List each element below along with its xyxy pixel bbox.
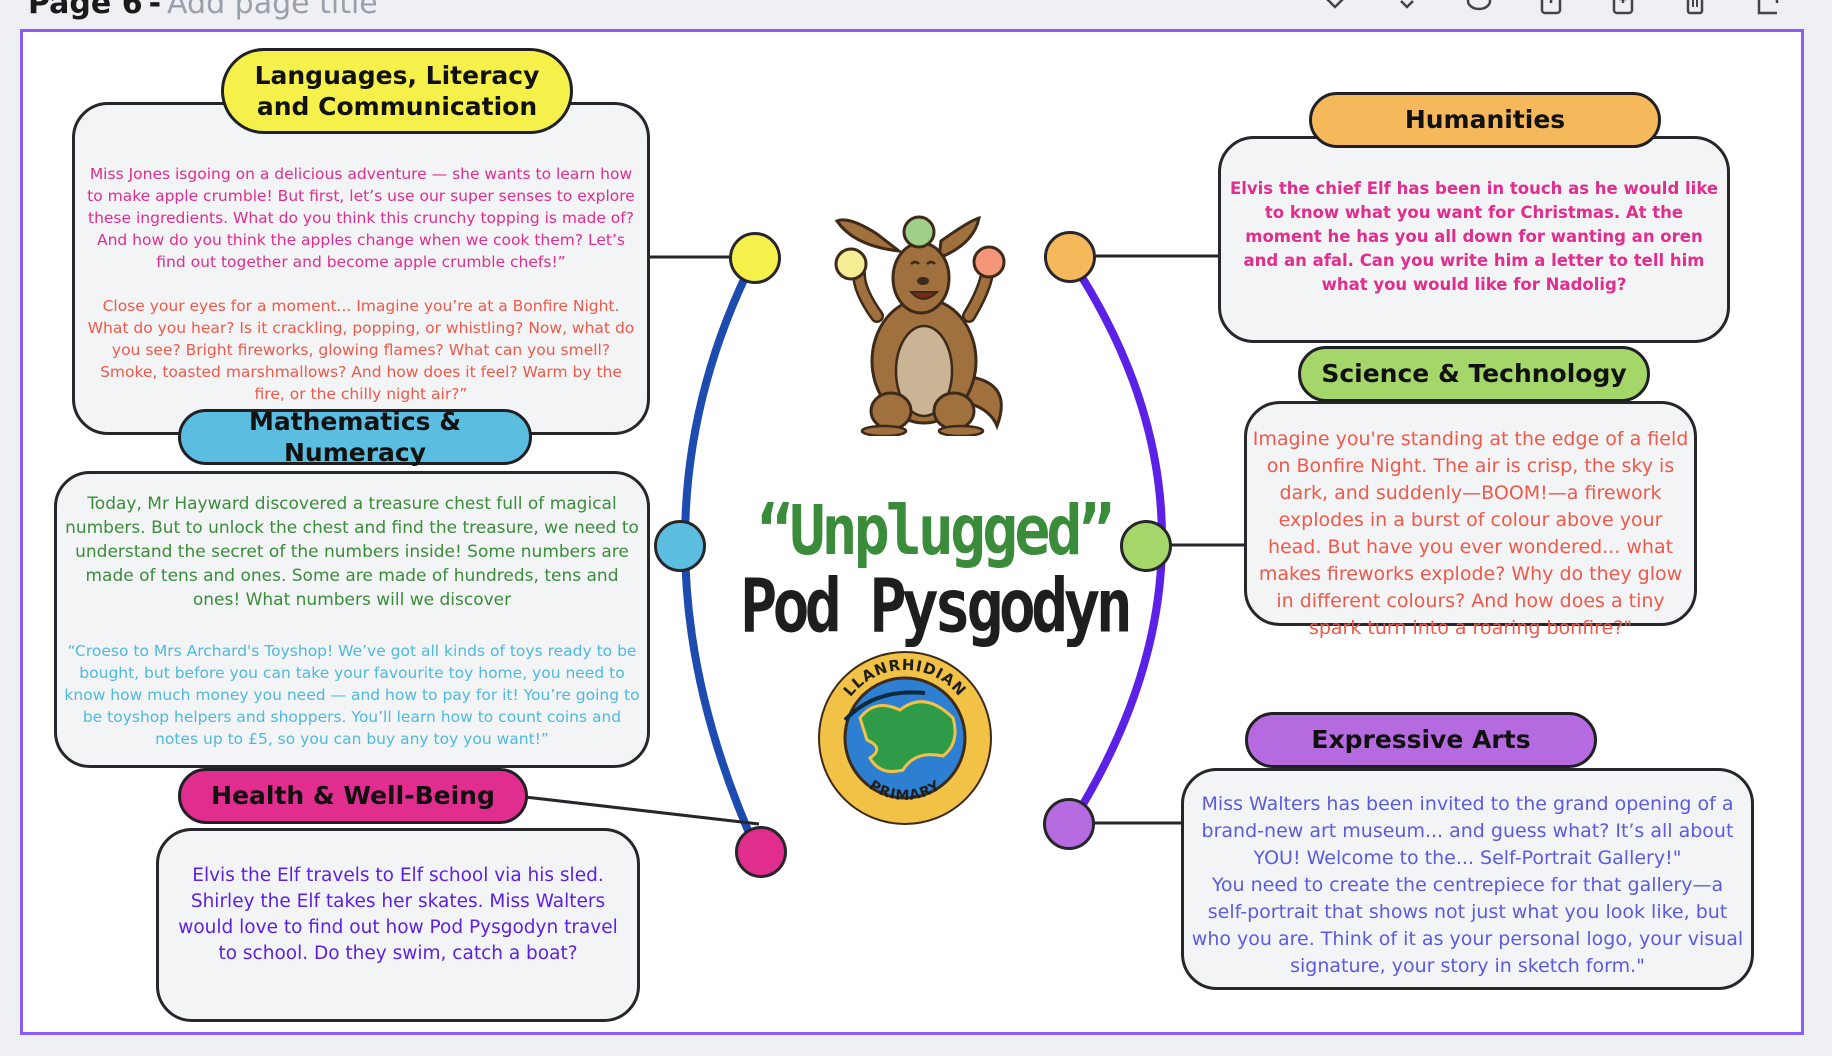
- page-title-placeholder[interactable]: Add page title: [167, 0, 378, 21]
- health-node[interactable]: [735, 826, 787, 878]
- duplicate-icon[interactable]: [1608, 0, 1638, 20]
- languages-node[interactable]: [729, 232, 781, 284]
- expand-icon[interactable]: [1752, 0, 1782, 20]
- page-title[interactable]: Page 6-Add page title: [28, 0, 378, 21]
- mathematics-paragraph-1: Today, Mr Hayward discovered a treasure …: [65, 494, 639, 610]
- mathematics-paragraph-2: “Croeso to Mrs Archard's Toyshop! We’ve …: [64, 642, 640, 748]
- delete-icon[interactable]: [1680, 0, 1710, 20]
- health-title: Health & Well-Being: [211, 781, 495, 811]
- science-title: Science & Technology: [1321, 359, 1627, 389]
- comment-icon[interactable]: [1464, 0, 1494, 20]
- humanities-card[interactable]: Elvis the chief Elf has been in touch as…: [1218, 136, 1730, 343]
- page-header-bar: Page 6-Add page title: [0, 0, 1832, 26]
- mind-map: Miss Jones isgoing on a delicious advent…: [24, 34, 1798, 1030]
- languages-paragraph-2: Close your eyes for a moment... Imagine …: [87, 297, 635, 403]
- expressive-card[interactable]: Miss Walters has been invited to the gra…: [1181, 768, 1754, 990]
- science-paragraph-1: Imagine you're standing at the edge of a…: [1252, 428, 1689, 639]
- science-card[interactable]: Imagine you're standing at the edge of a…: [1244, 401, 1697, 639]
- health-paragraph-1: Elvis the Elf travels to Elf school via …: [178, 865, 618, 964]
- expressive-title-pill[interactable]: Expressive Arts: [1245, 712, 1597, 768]
- science-title-pill[interactable]: Science & Technology: [1298, 346, 1650, 402]
- expressive-title: Expressive Arts: [1311, 725, 1531, 755]
- languages-paragraph-1: Miss Jones isgoing on a delicious advent…: [87, 165, 635, 271]
- languages-title-pill[interactable]: Languages, Literacy and Communication: [221, 48, 573, 134]
- mathematics-card[interactable]: Today, Mr Hayward discovered a treasure …: [54, 471, 650, 768]
- connector-health: [524, 795, 760, 826]
- title-unplugged: “Unplugged”: [757, 490, 1114, 572]
- humanities-paragraph-1: Elvis the chief Elf has been in touch as…: [1229, 179, 1719, 294]
- school-logo: LLANRHIDIAN PRIMARY: [818, 651, 992, 825]
- add-page-icon[interactable]: [1536, 0, 1566, 20]
- mathematics-node[interactable]: [654, 520, 706, 572]
- title-pod-pysgodyn: Pod Pysgodyn: [740, 561, 1133, 650]
- health-card[interactable]: Elvis the Elf travels to Elf school via …: [156, 828, 640, 1022]
- kangaroo-illustration: [834, 215, 1006, 436]
- expressive-paragraph-1: Miss Walters has been invited to the gra…: [1201, 793, 1734, 869]
- expressive-node[interactable]: [1043, 798, 1095, 850]
- mathematics-title: Mathematics & Numeracy: [248, 406, 462, 467]
- languages-title: Languages, Literacy and Communication: [254, 60, 540, 121]
- humanities-title-pill[interactable]: Humanities: [1309, 92, 1661, 148]
- languages-card[interactable]: Miss Jones isgoing on a delicious advent…: [72, 102, 650, 435]
- hide-icon[interactable]: [1320, 0, 1350, 20]
- lock-icon[interactable]: [1392, 0, 1422, 20]
- humanities-node[interactable]: [1044, 231, 1096, 283]
- page-number-label: Page 6: [28, 0, 143, 21]
- humanities-title: Humanities: [1404, 105, 1566, 135]
- health-title-pill[interactable]: Health & Well-Being: [178, 768, 528, 824]
- expressive-paragraph-2: You need to create the centrepiece for t…: [1191, 874, 1744, 977]
- mathematics-title-pill[interactable]: Mathematics & Numeracy: [178, 407, 532, 467]
- page-title-separator: -: [148, 0, 162, 21]
- science-node[interactable]: [1120, 520, 1172, 572]
